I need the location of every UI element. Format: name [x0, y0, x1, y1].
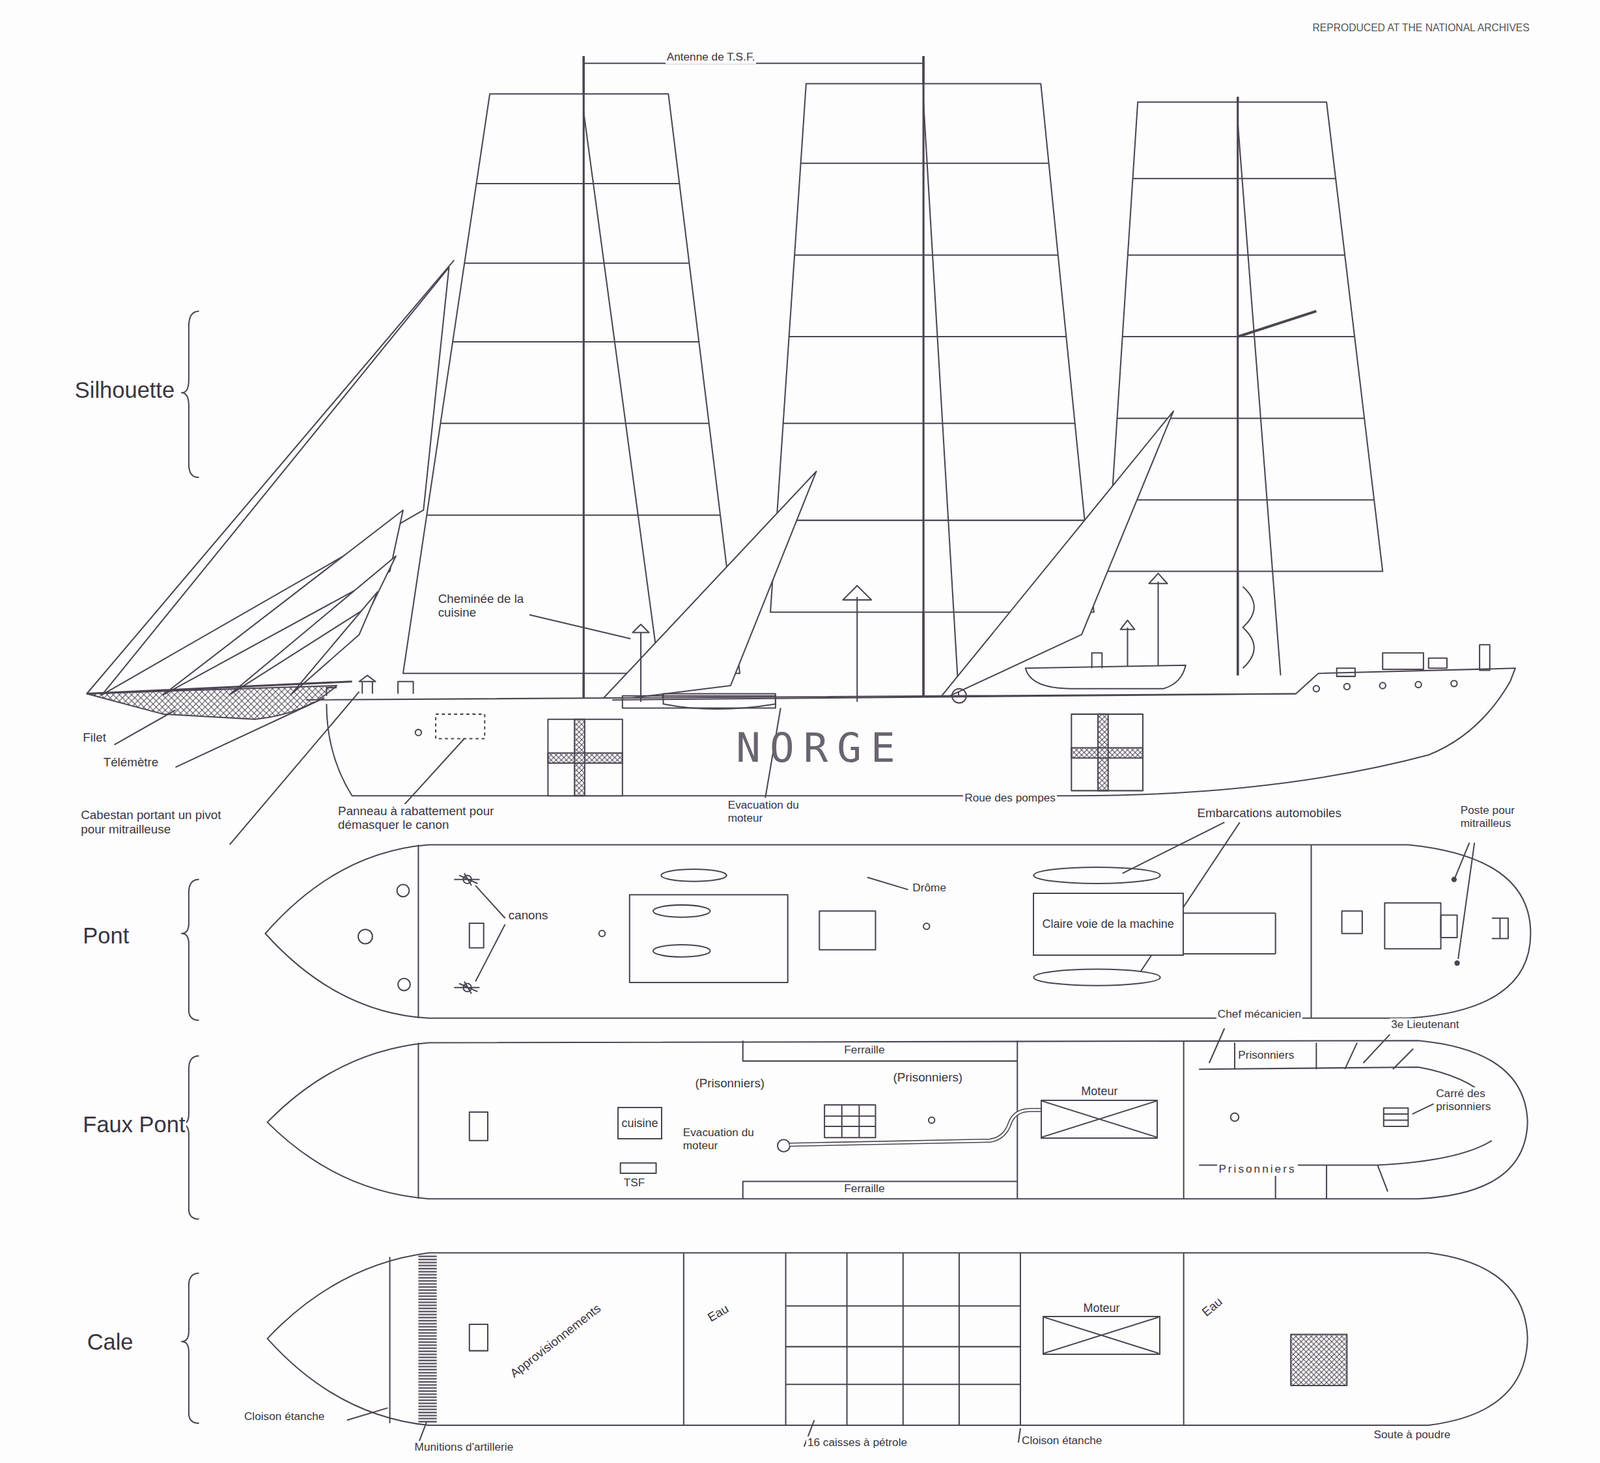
- part-label: Eau: [1198, 1293, 1227, 1321]
- part-label: Ferraille: [842, 1043, 886, 1057]
- part-label: Eau: [703, 1301, 732, 1326]
- hatch-box: Claire voie de la machine: [1032, 892, 1184, 956]
- part-label: Cheminée de la cuisine: [436, 591, 530, 620]
- part-label: Poste pour mitrailleus: [1459, 804, 1539, 831]
- part-label: Evacuation du moteur: [681, 1126, 772, 1153]
- part-label: Embarcations automobiles: [1195, 806, 1343, 821]
- section-label: Cale: [85, 1329, 135, 1356]
- part-label: Chef mécanicien: [1216, 1008, 1303, 1022]
- part-label: Cloison étanche: [242, 1410, 326, 1424]
- part-label: Soute à poudre: [1372, 1428, 1453, 1442]
- part-label: Cabestan portant un pivot pour mitraille…: [79, 808, 236, 837]
- part-label: Télémètre: [102, 755, 161, 770]
- part-label: (Prisonniers): [892, 1070, 965, 1085]
- part-label: Prisonniers: [1217, 1163, 1298, 1177]
- engine-box: Moteur: [1040, 1099, 1158, 1139]
- engine-box: Moteur: [1042, 1316, 1160, 1356]
- part-label: TSF: [622, 1176, 647, 1190]
- section-label: Faux Pont: [81, 1112, 187, 1139]
- part-label: Evacuation du moteur: [726, 799, 809, 826]
- part-label: 16 caisses à pétrole: [806, 1436, 909, 1450]
- part-label: (Prisonniers): [694, 1076, 767, 1091]
- part-label: Carré des prisonniers: [1434, 1087, 1511, 1114]
- part-label: Ferraille: [842, 1182, 886, 1196]
- part-label: Roue des pompes: [963, 791, 1057, 805]
- antenna-label: Antenne de T.S.F.: [665, 50, 757, 64]
- part-label: Filet: [81, 730, 108, 745]
- ship-name: NORGE: [734, 724, 906, 772]
- part-label: canons: [507, 908, 550, 923]
- part-label: Prisonniers: [1236, 1049, 1296, 1063]
- section-label: Silhouette: [73, 377, 176, 404]
- box-label: cuisine: [621, 1116, 658, 1131]
- galley-box: cuisine: [617, 1107, 663, 1140]
- part-label: Drôme: [911, 881, 948, 895]
- part-label: Panneau à rabattement pour démasquer le …: [336, 804, 508, 833]
- part-label: Approvisionnements: [506, 1300, 605, 1382]
- cross-mark: [1043, 1317, 1159, 1354]
- section-label: Pont: [81, 923, 131, 950]
- box-label: Moteur: [1041, 1084, 1157, 1099]
- part-label: Cloison étanche: [1020, 1434, 1104, 1448]
- box-label: Claire voie de la machine: [1042, 917, 1175, 932]
- part-label: 3e Lieutenant: [1389, 1018, 1460, 1032]
- part-label: Munitions d'artillerie: [413, 1441, 516, 1455]
- watermark: REPRODUCED AT THE NATIONAL ARCHIVES: [1311, 22, 1531, 34]
- cross-mark: [1041, 1101, 1157, 1138]
- box-label: Moteur: [1043, 1301, 1159, 1316]
